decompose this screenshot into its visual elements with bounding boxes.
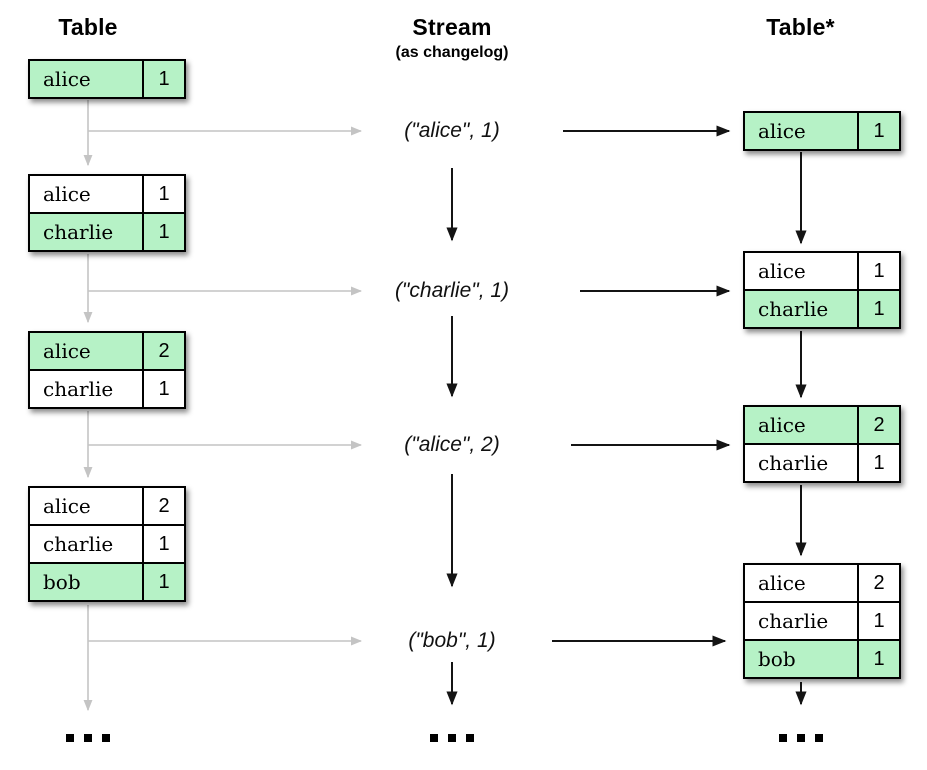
table-row: charlie 1 <box>30 369 184 407</box>
row-key: bob <box>30 564 144 600</box>
table-row-highlighted: bob 1 <box>745 639 899 677</box>
row-value: 1 <box>158 182 170 205</box>
table-row-highlighted: charlie 1 <box>30 212 184 250</box>
row-key: alice <box>745 113 859 149</box>
state-table: alice 2 charlie 1 <box>28 331 186 409</box>
table-row-highlighted: alice 2 <box>745 407 899 443</box>
row-key: alice <box>30 333 144 369</box>
row-key: charlie <box>745 291 859 327</box>
table-row: charlie 1 <box>745 601 899 639</box>
stream-event: ("charlie", 1) <box>394 279 510 302</box>
row-key: alice <box>30 176 144 212</box>
row-key: alice <box>30 488 144 524</box>
state-table: alice 1 <box>743 111 901 151</box>
row-value: 2 <box>873 571 885 594</box>
state-table: alice 1 charlie 1 <box>743 251 901 329</box>
row-value: 1 <box>873 297 885 320</box>
left-column-ellipsis <box>8 734 168 742</box>
row-key: charlie <box>30 526 144 562</box>
middle-column-subtitle: (as changelog) <box>395 44 509 61</box>
right-column-title: Table* <box>766 14 835 40</box>
table-row: alice 2 <box>745 565 899 601</box>
row-value: 1 <box>873 119 885 142</box>
row-value: 1 <box>158 67 170 90</box>
row-key: alice <box>745 407 859 443</box>
table-row-highlighted: bob 1 <box>30 562 184 600</box>
state-table: alice 1 <box>28 59 186 99</box>
state-table: alice 2 charlie 1 bob 1 <box>28 486 186 602</box>
row-value: 2 <box>158 339 170 362</box>
row-value: 1 <box>158 220 170 243</box>
materialize-arrows <box>552 125 731 647</box>
table-row-highlighted: alice 1 <box>745 113 899 149</box>
table-row: alice 1 <box>30 176 184 212</box>
row-key: charlie <box>745 603 859 639</box>
row-value: 1 <box>873 259 885 282</box>
row-value: 1 <box>158 532 170 555</box>
row-value: 1 <box>158 377 170 400</box>
table-row: alice 1 <box>745 253 899 289</box>
row-key: charlie <box>30 214 144 250</box>
left-column-title: Table <box>58 14 118 40</box>
row-value: 1 <box>873 609 885 632</box>
stream-event: ("alice", 2) <box>404 433 500 456</box>
table-row-highlighted: alice 1 <box>30 61 184 97</box>
row-key: alice <box>745 253 859 289</box>
state-table: alice 1 charlie 1 <box>28 174 186 252</box>
table-row: alice 2 <box>30 488 184 524</box>
state-table: alice 2 charlie 1 bob 1 <box>743 563 901 679</box>
middle-column-title: Stream <box>412 14 492 40</box>
row-value: 1 <box>873 647 885 670</box>
row-value: 2 <box>158 494 170 517</box>
row-key: alice <box>30 61 144 97</box>
table-row: charlie 1 <box>745 443 899 481</box>
table-row-highlighted: alice 2 <box>30 333 184 369</box>
middle-column-ellipsis <box>352 734 552 742</box>
row-value: 1 <box>158 570 170 593</box>
stream-event: ("bob", 1) <box>408 629 496 652</box>
row-key: charlie <box>745 445 859 481</box>
table-row-highlighted: charlie 1 <box>745 289 899 327</box>
row-value: 1 <box>873 451 885 474</box>
row-value: 2 <box>873 413 885 436</box>
row-key: charlie <box>30 371 144 407</box>
row-key: alice <box>745 565 859 601</box>
right-column-ellipsis <box>703 734 898 742</box>
state-table: alice 2 charlie 1 <box>743 405 901 483</box>
stream-event: ("alice", 1) <box>404 119 500 142</box>
row-key: bob <box>745 641 859 677</box>
table-row: charlie 1 <box>30 524 184 562</box>
